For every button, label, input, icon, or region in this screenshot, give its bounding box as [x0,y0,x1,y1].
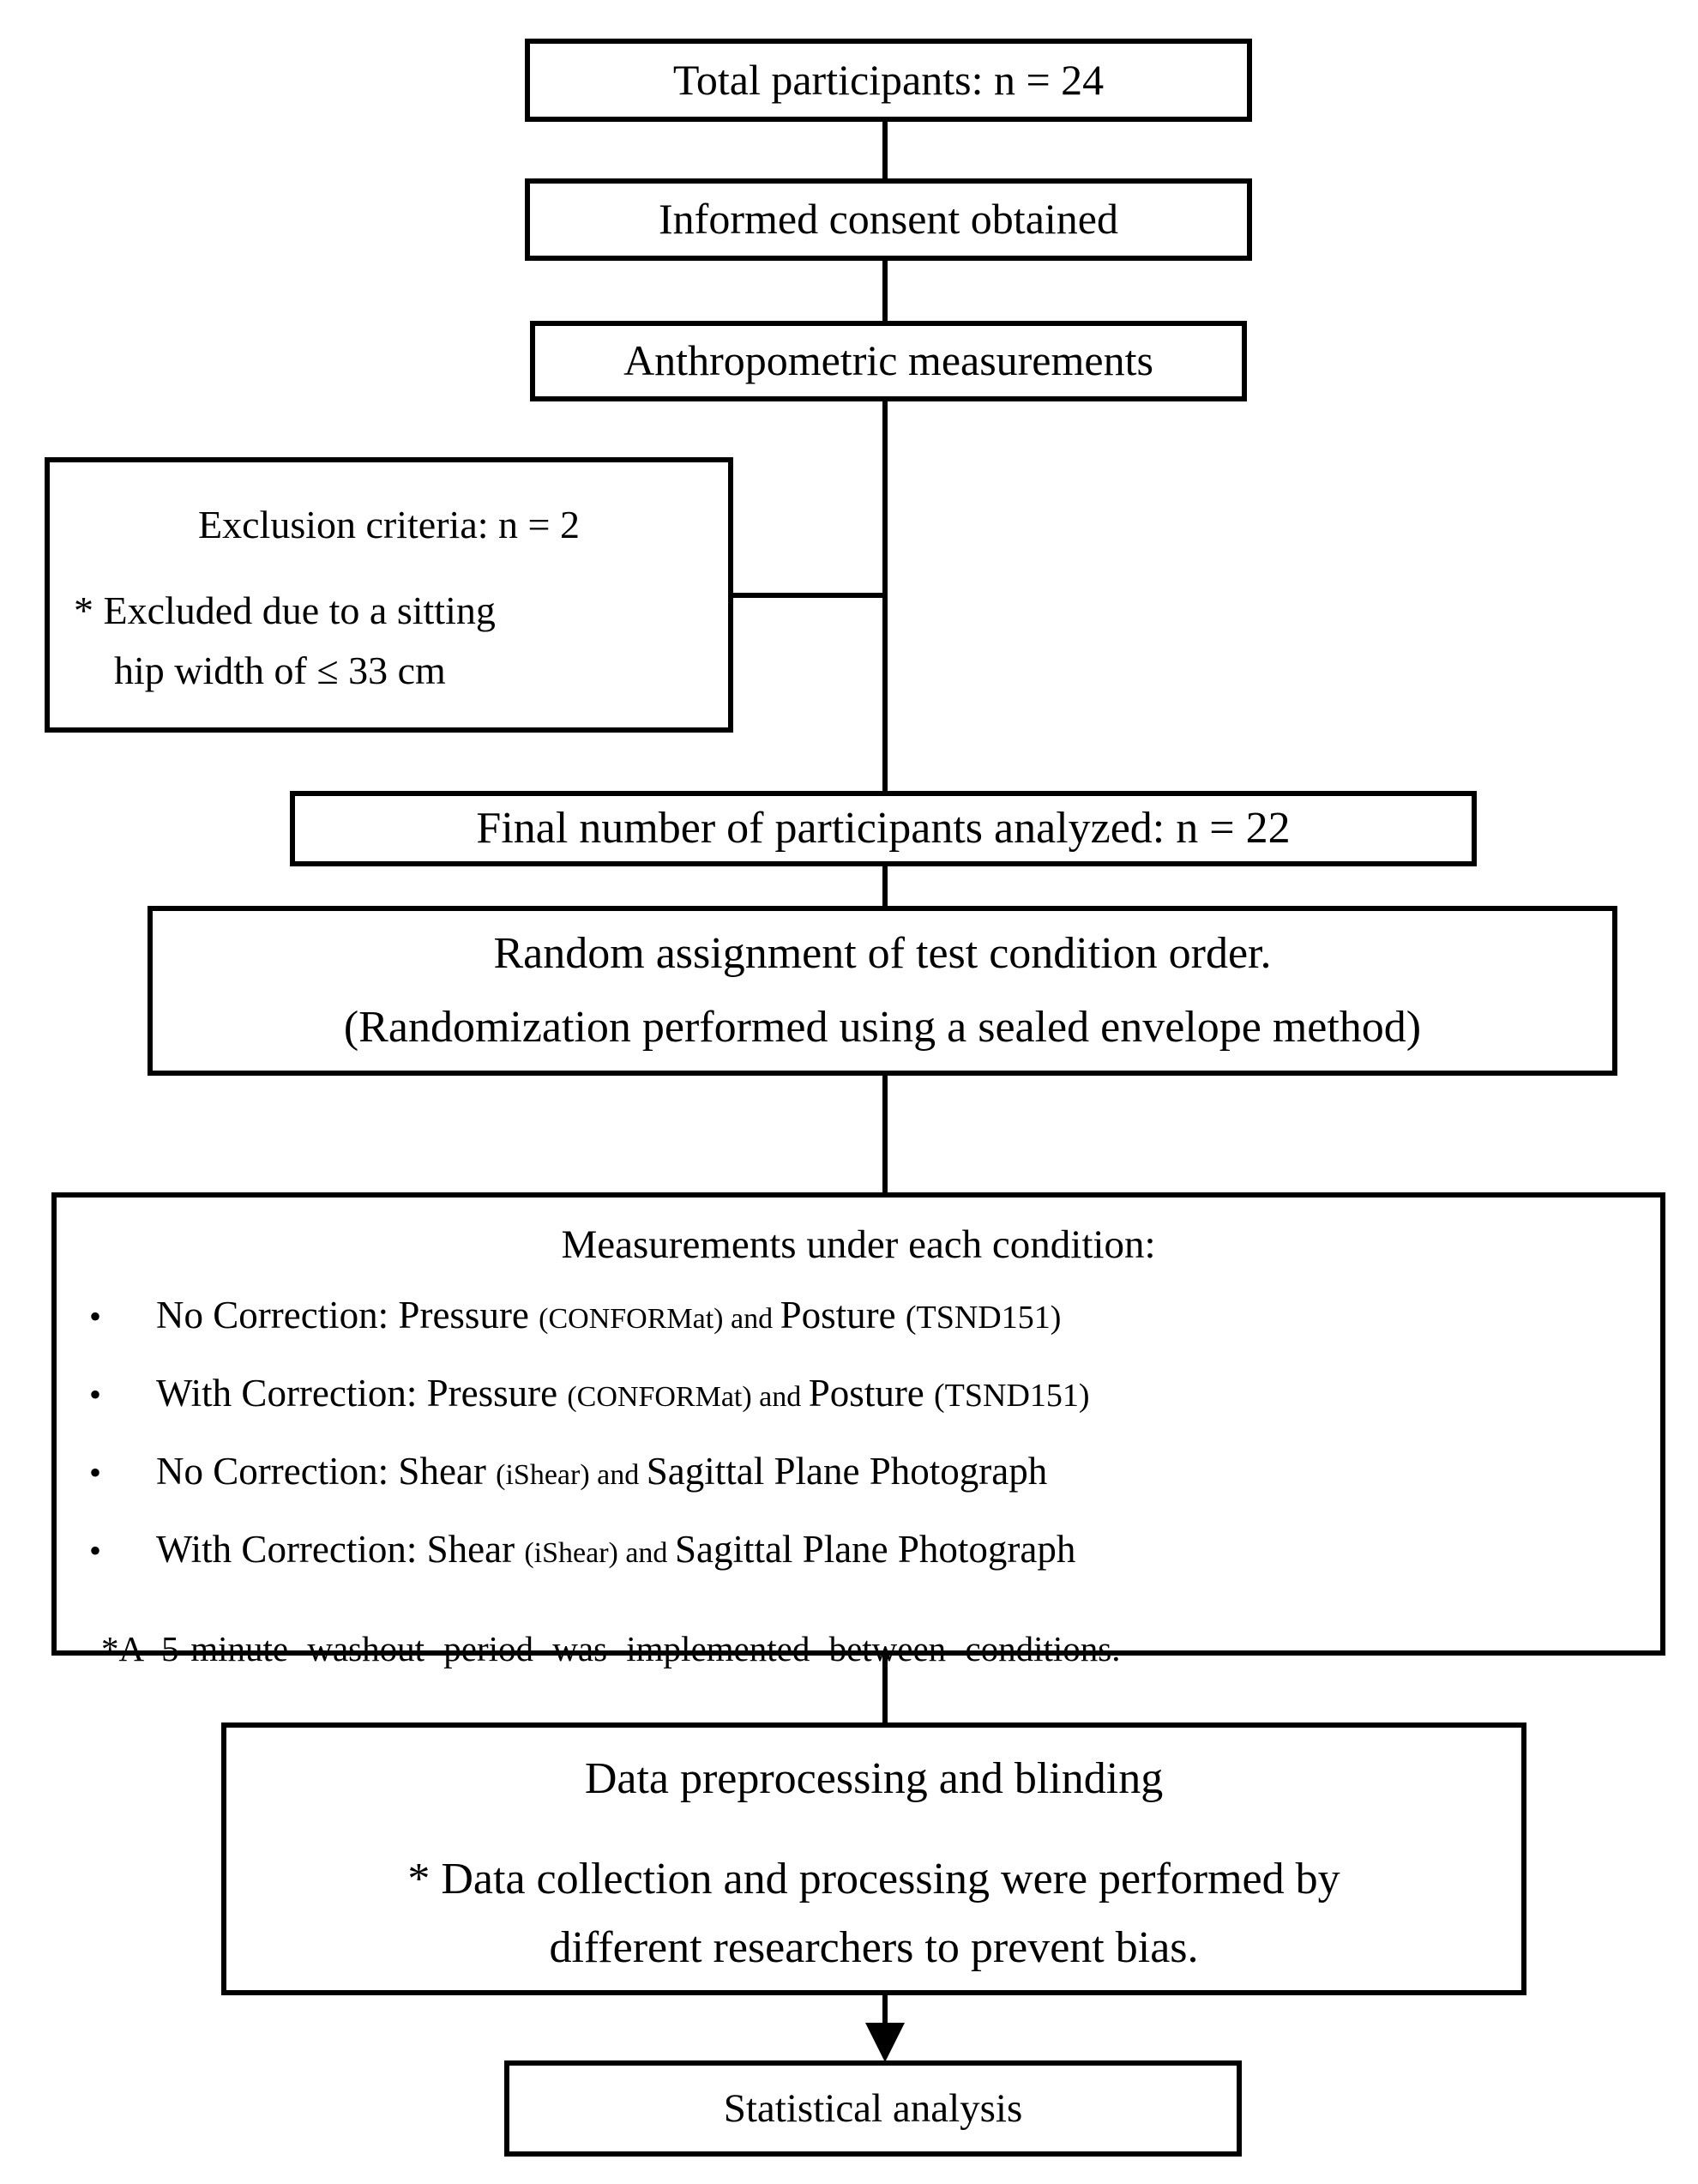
measurements-heading: Measurements under each condition: [561,1222,1156,1267]
preprocessing-note-line2: different researchers to prevent bias. [549,1923,1199,1972]
box-statistical-analysis: Statistical analysis [504,2060,1242,2157]
arrow-down-icon [865,2023,905,2062]
box-anthropometric-measurements-label: Anthropometric measurements [623,336,1153,385]
random-assignment-line1: Random assignment of test condition orde… [493,929,1272,979]
bullet-icon: • [89,1531,102,1570]
bullet-icon: • [89,1453,102,1492]
box-informed-consent: Informed consent obtained [525,178,1252,261]
connector-line [882,866,888,906]
exclusion-reason-line1: * Excluded due to a sitting [74,588,496,632]
bullet-text-segment: No Correction: Pressure [156,1294,539,1336]
bullet-text-segment: Posture [780,1294,906,1336]
box-statistical-analysis-label: Statistical analysis [723,2085,1023,2131]
bullet-text-segment: (iShear) and [524,1537,675,1569]
exclusion-criteria-count: Exclusion criteria: n = 2 [198,503,580,546]
bullet-text-segment: (iShear) and [496,1459,647,1491]
connector-line [882,261,888,321]
bullet-text-segment: Sagittal Plane Photograph [674,1528,1076,1571]
bullet-text: No Correction: Shear (iShear) and Sagitt… [156,1437,1635,1515]
bullet-text-segment: (TSND151) [905,1300,1062,1336]
bullet-text-segment: With Correction: Shear [156,1528,525,1571]
bullet-text-segment: Posture [808,1372,935,1415]
bullet-text: With Correction: Pressure (CONFORMat) an… [156,1359,1635,1437]
box-measurements-conditions: Measurements under each condition: • No … [51,1192,1665,1668]
box-data-preprocessing: Data preprocessing and blinding * Data c… [221,1722,1526,1995]
box-random-assignment: Random assignment of test condition orde… [148,906,1617,1076]
bullet-text-segment: (TSND151) [934,1378,1090,1414]
bullet-item: • No Correction: Shear (iShear) and Sagi… [82,1437,1635,1515]
box-exclusion-criteria: Exclusion criteria: n = 2 * Excluded due… [45,457,733,733]
bullet-item: • With Correction: Pressure (CONFORMat) … [82,1359,1635,1437]
bullet-icon: • [89,1297,102,1336]
bullet-item: • No Correction: Pressure (CONFORMat) an… [82,1281,1635,1359]
bullet-text-segment: With Correction: Pressure [156,1372,568,1415]
box-final-participants-label: Final number of participants analyzed: n… [476,804,1291,854]
connector-line [882,1656,888,1722]
box-total-participants: Total participants: n = 24 [525,39,1252,122]
box-total-participants-label: Total participants: n = 24 [672,55,1105,104]
bullet-icon: • [89,1375,102,1414]
bullet-text-segment: No Correction: Shear [156,1450,497,1493]
bullet-text: With Correction: Shear (iShear) and Sagi… [156,1515,1635,1593]
bullet-text-segment: (CONFORMat) and [539,1303,780,1335]
preprocessing-note-line1: * Data collection and processing were pe… [407,1855,1340,1903]
connector-line [882,122,888,178]
bullet-text-segment: (CONFORMat) and [567,1381,809,1413]
connector-line-exclusion [733,593,888,598]
random-assignment-line2: (Randomization performed using a sealed … [343,1003,1422,1052]
bullet-item: • With Correction: Shear (iShear) and Sa… [82,1515,1635,1593]
box-anthropometric-measurements: Anthropometric measurements [530,321,1247,401]
preprocessing-title: Data preprocessing and blinding [584,1754,1164,1803]
measurements-bullet-list: • No Correction: Pressure (CONFORMat) an… [82,1281,1635,1593]
exclusion-reason-line2: hip width of ≤ 33 cm [114,649,446,692]
bullet-text-segment: Sagittal Plane Photograph [646,1450,1048,1493]
box-informed-consent-label: Informed consent obtained [659,195,1118,244]
connector-line-arrow-shaft [882,1995,888,2038]
box-final-participants: Final number of participants analyzed: n… [290,791,1477,866]
connector-line [882,1076,888,1192]
bullet-text: No Correction: Pressure (CONFORMat) and … [156,1281,1635,1359]
washout-note: *A 5-minute washout period was implement… [101,1629,1121,1668]
